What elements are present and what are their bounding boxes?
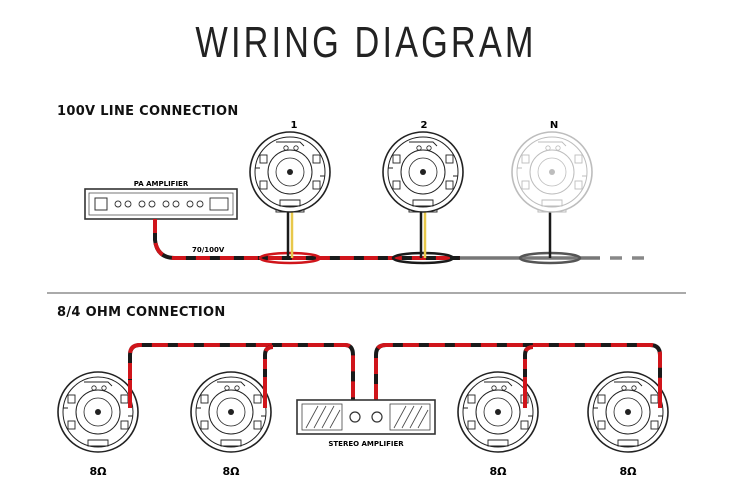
ohm-wiring bbox=[128, 343, 662, 405]
ohm-speaker-4-label: 8Ω bbox=[619, 465, 637, 478]
ohm-wire-tails bbox=[128, 380, 662, 408]
stereo-amplifier: STEREO AMPLIFIER bbox=[296, 399, 436, 448]
speaker-2 bbox=[382, 131, 464, 213]
section-heading-100v: 100V LINE CONNECTION bbox=[57, 104, 239, 119]
speaker-n-label: N bbox=[550, 120, 558, 131]
page-title: WIRING DIAGRAM bbox=[195, 18, 537, 67]
stereo-amplifier-label: STEREO AMPLIFIER bbox=[328, 440, 404, 448]
section-heading-ohm: 8/4 OHM CONNECTION bbox=[57, 305, 226, 320]
pa-amplifier: PA AMPLIFIER bbox=[84, 180, 238, 220]
ohm-speaker-3-label: 8Ω bbox=[489, 465, 507, 478]
speaker-n bbox=[511, 131, 593, 213]
ohm-speaker-4 bbox=[587, 371, 669, 453]
ohm-speaker-1 bbox=[57, 371, 139, 453]
ohm-speaker-2-label: 8Ω bbox=[222, 465, 240, 478]
speaker-1-label: 1 bbox=[291, 120, 298, 131]
line-bus-wire bbox=[153, 219, 645, 265]
speaker-drop-wires bbox=[286, 210, 552, 258]
line-voltage-label: 70/100V bbox=[192, 246, 225, 254]
speaker-2-label: 2 bbox=[421, 120, 428, 131]
pa-amplifier-label: PA AMPLIFIER bbox=[134, 180, 189, 188]
speaker-1 bbox=[249, 131, 331, 213]
ohm-speaker-2 bbox=[190, 371, 272, 453]
ohm-speaker-1-label: 8Ω bbox=[89, 465, 107, 478]
